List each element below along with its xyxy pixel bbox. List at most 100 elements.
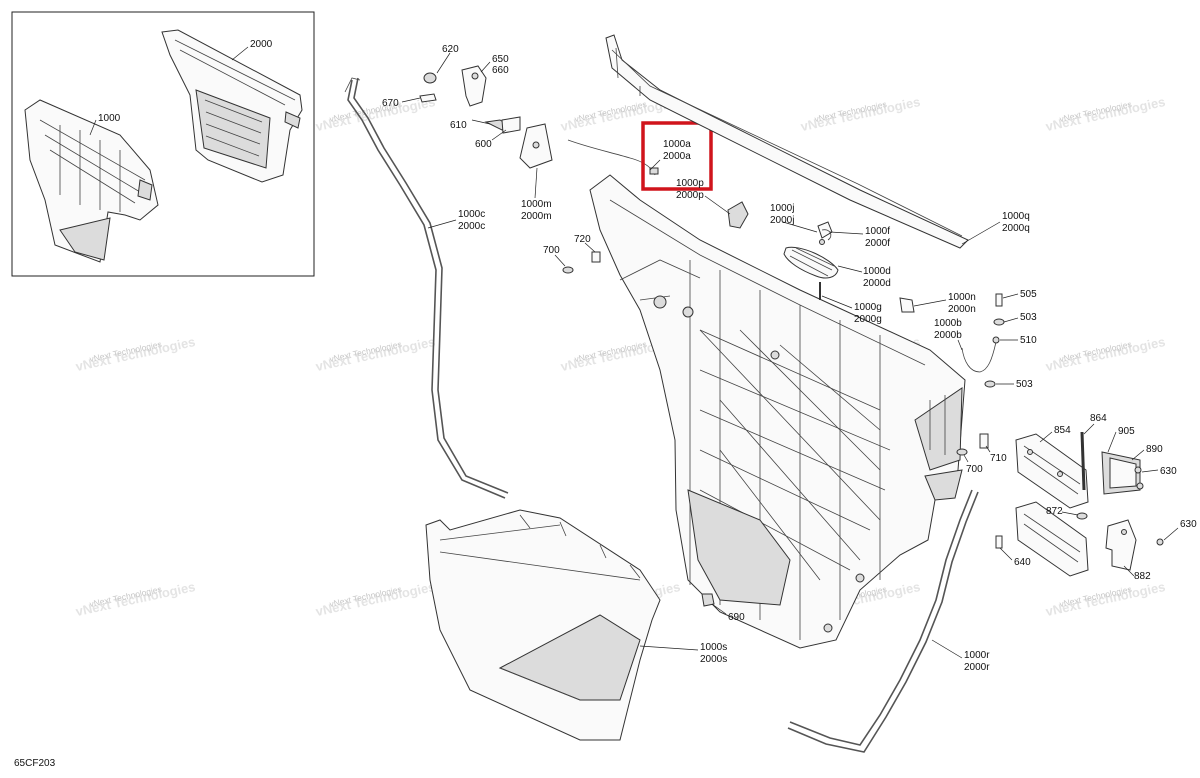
label-1000p: 1000p (676, 178, 704, 189)
label-2000b: 2000b (934, 330, 962, 341)
hinge-hardware: 620 650 660 670 610 600 1000m 2000m (382, 44, 553, 222)
label-503-top: 503 (1020, 312, 1037, 323)
ring-510 (992, 336, 1000, 344)
watermark: vNext Technologies vNext Technologies (74, 334, 196, 374)
label-2000f: 2000f (865, 238, 890, 249)
label-1000s: 1000s (700, 642, 727, 653)
watermark: vNext Technologies vNext Technologies (1044, 334, 1166, 374)
watermark: vNext Technologies vNext Technologies (74, 579, 196, 619)
label-1000c: 1000c (458, 209, 485, 220)
inset-assembly-view: 2000 1000 (11, 11, 315, 277)
watermark: vNext Technologies vNext Technologies (314, 334, 436, 374)
label-854: 854 (1054, 425, 1071, 436)
label-1000d: 1000d (863, 266, 891, 277)
lower-panel-1000s: 1000s 2000s (425, 509, 727, 741)
label-905: 905 (1118, 426, 1135, 437)
watermark: vNext Technologies vNext Technologies (799, 94, 921, 134)
label-700-right: 700 (966, 464, 983, 475)
label-872: 872 (1046, 506, 1063, 517)
label-1000r: 1000r (964, 650, 990, 661)
screw-710 (979, 433, 989, 449)
pad-1000d (783, 246, 839, 279)
label-864: 864 (1090, 413, 1107, 424)
label-1000m: 1000m (521, 199, 552, 210)
screw-630-bottom (1156, 538, 1164, 546)
bracket-882 (1105, 519, 1137, 571)
label-600: 600 (475, 139, 492, 150)
cable-1000b (961, 341, 997, 373)
fastener-690: 690 (701, 593, 745, 623)
screw-630-top-b (1136, 482, 1144, 490)
door-1000-assembled (24, 99, 159, 263)
pin-864 (1080, 431, 1086, 491)
label-640: 640 (1014, 557, 1031, 568)
label-2000j: 2000j (770, 215, 794, 226)
label-1000q: 1000q (1002, 211, 1030, 222)
hinge-assembly-lower: 872 640 882 630 (995, 501, 1197, 582)
highlight-box (641, 121, 713, 191)
screw-670 (419, 93, 437, 103)
label-2000g: 2000g (854, 314, 882, 325)
screw-630-top-a (1134, 466, 1142, 474)
watermark: vNext Technologies vNext Technologies (1044, 94, 1166, 134)
label-2000p: 2000p (676, 190, 704, 201)
nut-620 (423, 72, 437, 84)
diagram-code: 65CF203 (14, 758, 56, 769)
label-2000n: 2000n (948, 304, 976, 315)
latch-parts: 1000j 2000j 1000f 2000f 1000d 2000d 1000… (770, 203, 891, 325)
label-710: 710 (990, 453, 1007, 464)
label-700-left: 700 (543, 245, 560, 256)
label-1000n: 1000n (948, 292, 976, 303)
seal-1000r: 1000r 2000r (787, 489, 990, 753)
door-frame (589, 174, 966, 649)
label-510: 510 (1020, 335, 1037, 346)
washer-503-bottom (984, 380, 996, 388)
label-882: 882 (1134, 571, 1151, 582)
label-660: 660 (492, 65, 509, 76)
label-720: 720 (574, 234, 591, 245)
label-630-bottom: 630 (1180, 519, 1197, 530)
label-690: 690 (728, 612, 745, 623)
label-1000j: 1000j (770, 203, 794, 214)
watermark: vNext Technologies vNext Technologies (314, 579, 436, 619)
label-1000f: 1000f (865, 226, 890, 237)
fasteners-700-710: 710 700 (956, 433, 1007, 475)
label-503-bottom: 503 (1016, 379, 1033, 390)
label-2000d: 2000d (863, 278, 891, 289)
fasteners-720-700: 720 700 (543, 234, 601, 274)
spring-1000f (821, 229, 832, 241)
label-1000: 1000 (98, 113, 121, 124)
washer-872 (1076, 512, 1088, 520)
hinge-assembly-upper: 854 864 905 890 630 (1015, 413, 1177, 509)
label-650: 650 (492, 54, 509, 65)
label-890: 890 (1146, 444, 1163, 455)
handle-1000p: 1000p 2000p (676, 178, 749, 229)
plate-1000n: 1000n 2000n (899, 292, 976, 315)
label-2000: 2000 (250, 39, 273, 50)
upper-rail-1000q: 1000q 2000q (605, 34, 1030, 249)
screw-640 (995, 535, 1003, 549)
label-2000m: 2000m (521, 211, 552, 222)
washer-700-right (956, 448, 968, 456)
hinge-plate-854 (1015, 433, 1089, 509)
label-610: 610 (450, 120, 467, 131)
screw-505 (995, 293, 1003, 307)
bracket-650 (461, 65, 487, 107)
pin-600 (501, 116, 521, 134)
washer-700 (562, 266, 574, 274)
label-2000r: 2000r (964, 662, 990, 673)
label-2000s: 2000s (700, 654, 727, 665)
screw-720 (591, 251, 601, 263)
label-2000q: 2000q (1002, 223, 1030, 234)
cable-1000a (567, 139, 661, 176)
label-505: 505 (1020, 289, 1037, 300)
label-2000c: 2000c (458, 221, 485, 232)
label-670: 670 (382, 98, 399, 109)
label-620: 620 (442, 44, 459, 55)
label-1000b: 1000b (934, 318, 962, 329)
seal-1000c: 1000c 2000c (344, 77, 509, 499)
label-630-top: 630 (1160, 466, 1177, 477)
label-2000a: 2000a (663, 151, 691, 162)
door-2000-assembled (161, 29, 303, 183)
